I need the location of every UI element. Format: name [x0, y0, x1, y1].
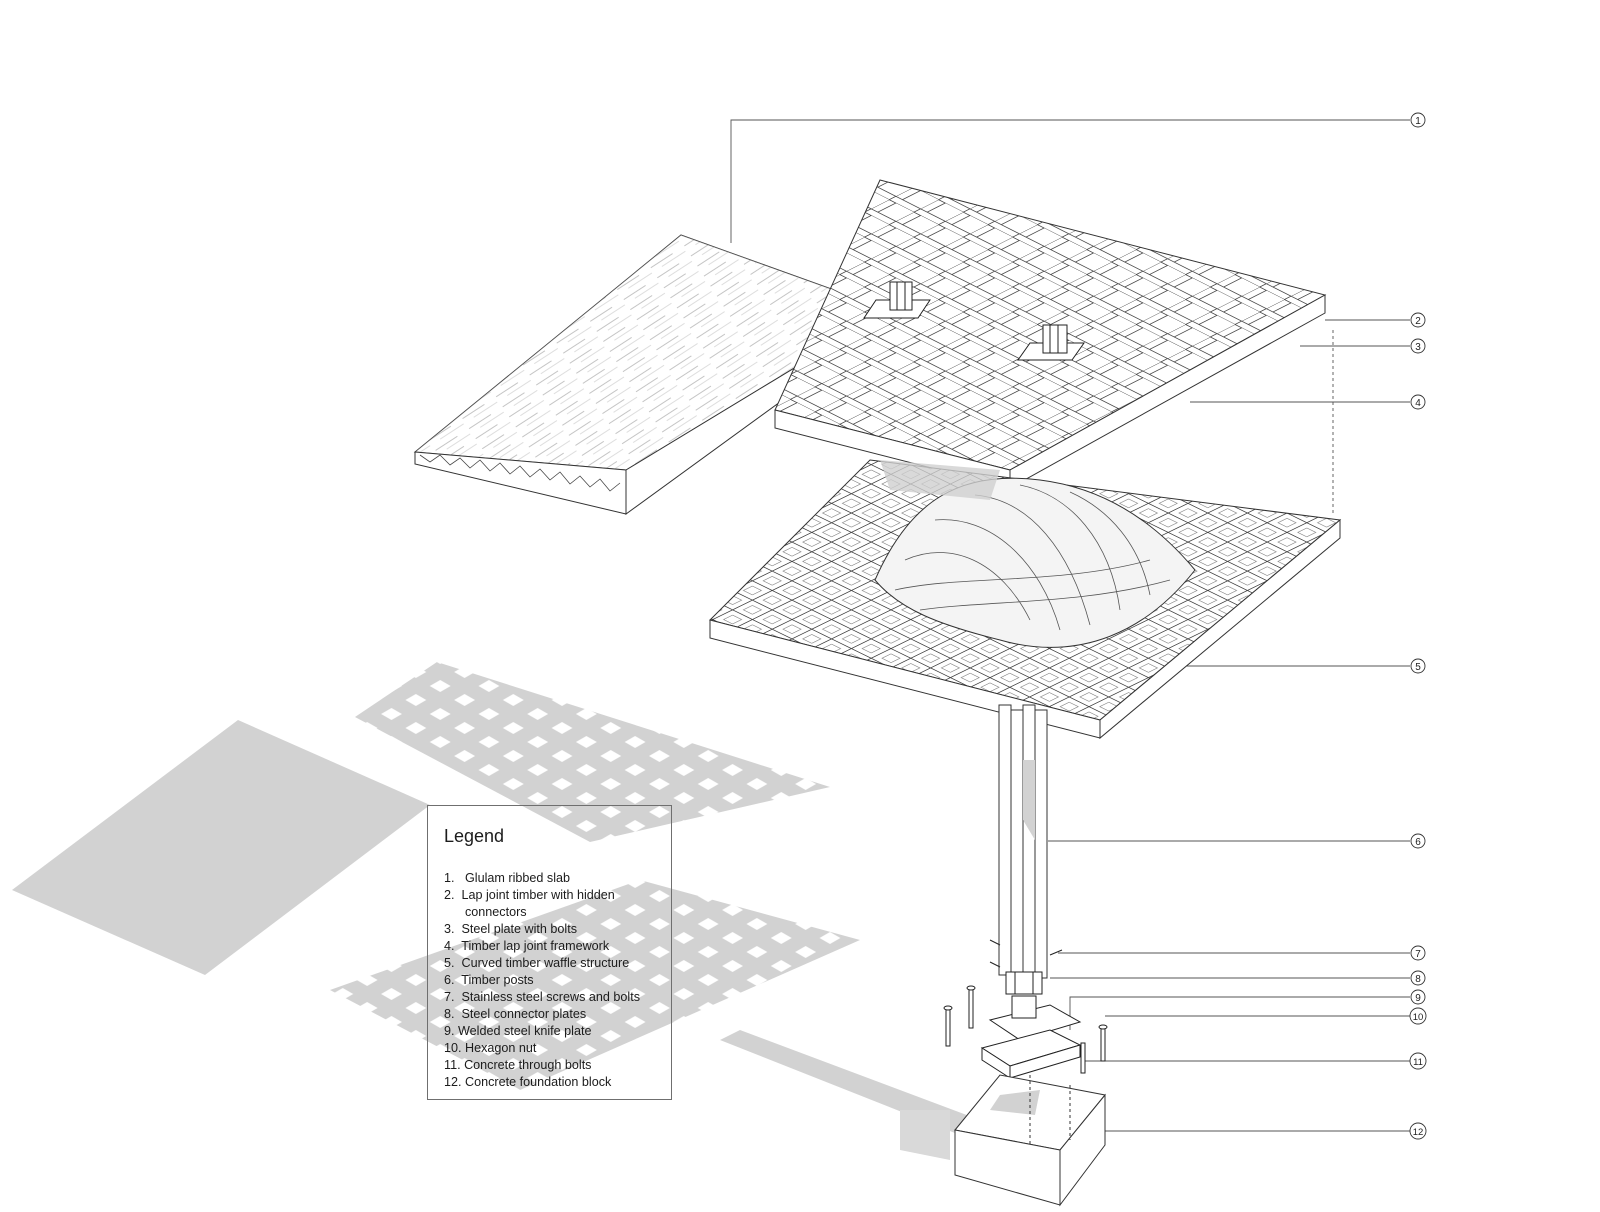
legend-item: 1. Glulam ribbed slab	[444, 871, 570, 885]
legend-title: Legend	[444, 826, 505, 846]
legend-item: 6. Timber posts	[444, 973, 534, 987]
callout-6: 6	[1410, 833, 1426, 849]
concrete-through-bolts	[943, 985, 1108, 1074]
block-shadow	[900, 1110, 950, 1160]
legend-item: 10. Hexagon nut	[444, 1041, 537, 1055]
slab-shadow	[12, 720, 430, 975]
callout-markers: 1 2 3 4 5 6 7 8 9 10 11 12	[1409, 112, 1427, 1140]
leader-9	[1069, 996, 1410, 1030]
timber-posts	[998, 704, 1048, 981]
callout-7-label: 7	[1415, 949, 1421, 960]
legend-item: 4. Timber lap joint framework	[444, 939, 610, 953]
callout-12: 12	[1409, 1122, 1427, 1140]
callout-4: 4	[1410, 394, 1426, 410]
legend-item: 12. Concrete foundation block	[444, 1075, 612, 1089]
callout-12-label: 12	[1413, 1127, 1424, 1138]
callout-5-label: 5	[1415, 662, 1421, 673]
lattice-shadow-upper	[355, 662, 830, 842]
legend-list: 1. Glulam ribbed slab 2. Lap joint timbe…	[444, 870, 666, 1091]
callout-3: 3	[1410, 338, 1426, 354]
legend-item: 3. Steel plate with bolts	[444, 922, 578, 936]
legend-item: connectors	[444, 905, 527, 919]
callout-11-label: 11	[1413, 1057, 1423, 1068]
callout-2: 2	[1410, 312, 1426, 328]
callout-5: 5	[1410, 658, 1426, 674]
callout-7: 7	[1410, 945, 1426, 961]
steel-plates-with-bolts	[863, 281, 1085, 361]
callout-1: 1	[1410, 112, 1426, 128]
curved-timber-waffle-structure	[709, 459, 1342, 740]
ground-shadow	[12, 662, 980, 1160]
callout-10-label: 10	[1413, 1012, 1424, 1023]
base-plate	[980, 1029, 1082, 1079]
callout-3-label: 3	[1415, 342, 1421, 353]
callout-6-label: 6	[1415, 837, 1421, 848]
callout-8: 8	[1410, 970, 1426, 986]
post-shadow	[720, 1030, 980, 1135]
lattice-shadow-lower	[330, 880, 860, 1090]
legend-item: 5. Curved timber waffle structure	[444, 956, 630, 970]
callout-11: 11	[1409, 1052, 1427, 1070]
legend-item: 11. Concrete through bolts	[444, 1058, 592, 1072]
callout-4-label: 4	[1415, 398, 1421, 409]
leader-1	[730, 119, 1410, 243]
legend-box: Legend 1. Glulam ribbed slab 2. Lap join…	[427, 805, 672, 1100]
callout-9-label: 9	[1415, 993, 1421, 1004]
steel-connectors	[988, 939, 1082, 1041]
legend-item: 8. Steel connector plates	[444, 1007, 587, 1021]
callout-9: 9	[1410, 989, 1426, 1005]
callout-1-label: 1	[1415, 116, 1421, 127]
legend-item: 9. Welded steel knife plate	[444, 1024, 592, 1038]
callout-8-label: 8	[1415, 974, 1421, 985]
callout-10: 10	[1409, 1007, 1427, 1025]
legend-item: 7. Stainless steel screws and bolts	[444, 990, 640, 1004]
callout-2-label: 2	[1415, 316, 1421, 327]
legend-item: 2. Lap joint timber with hidden	[444, 888, 615, 902]
concrete-foundation-block	[954, 1074, 1106, 1207]
